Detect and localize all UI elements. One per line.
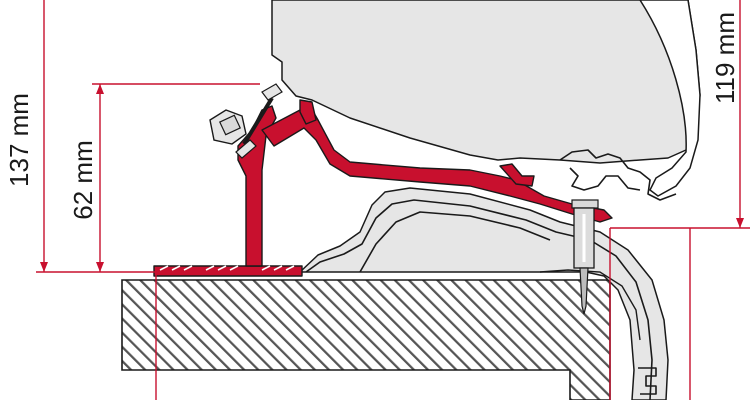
- awning-channel-detail: [559, 149, 677, 201]
- awning-housing: [271, 0, 701, 164]
- adapter-upper-arm: [261, 105, 613, 223]
- wall-inner-line-2: [359, 211, 551, 273]
- wall-inner-line: [305, 199, 653, 400]
- adapter-clip: [499, 163, 535, 187]
- bolt-assembly: [209, 83, 283, 159]
- roof-section: [121, 279, 611, 400]
- fixing-screw: [571, 199, 599, 315]
- dimension-label-62: 62 mm: [68, 140, 98, 219]
- awning-front-profile: [639, 0, 701, 197]
- dimension-label-119: 119 mm: [710, 12, 740, 104]
- wall-rail-end: [539, 269, 641, 341]
- adapter-foot-teeth: [159, 265, 295, 271]
- gutter-profile: [638, 367, 657, 395]
- adapter-hook: [299, 99, 317, 125]
- dimension-label-137: 137 mm: [4, 93, 34, 187]
- dimension-lines: [36, 0, 750, 400]
